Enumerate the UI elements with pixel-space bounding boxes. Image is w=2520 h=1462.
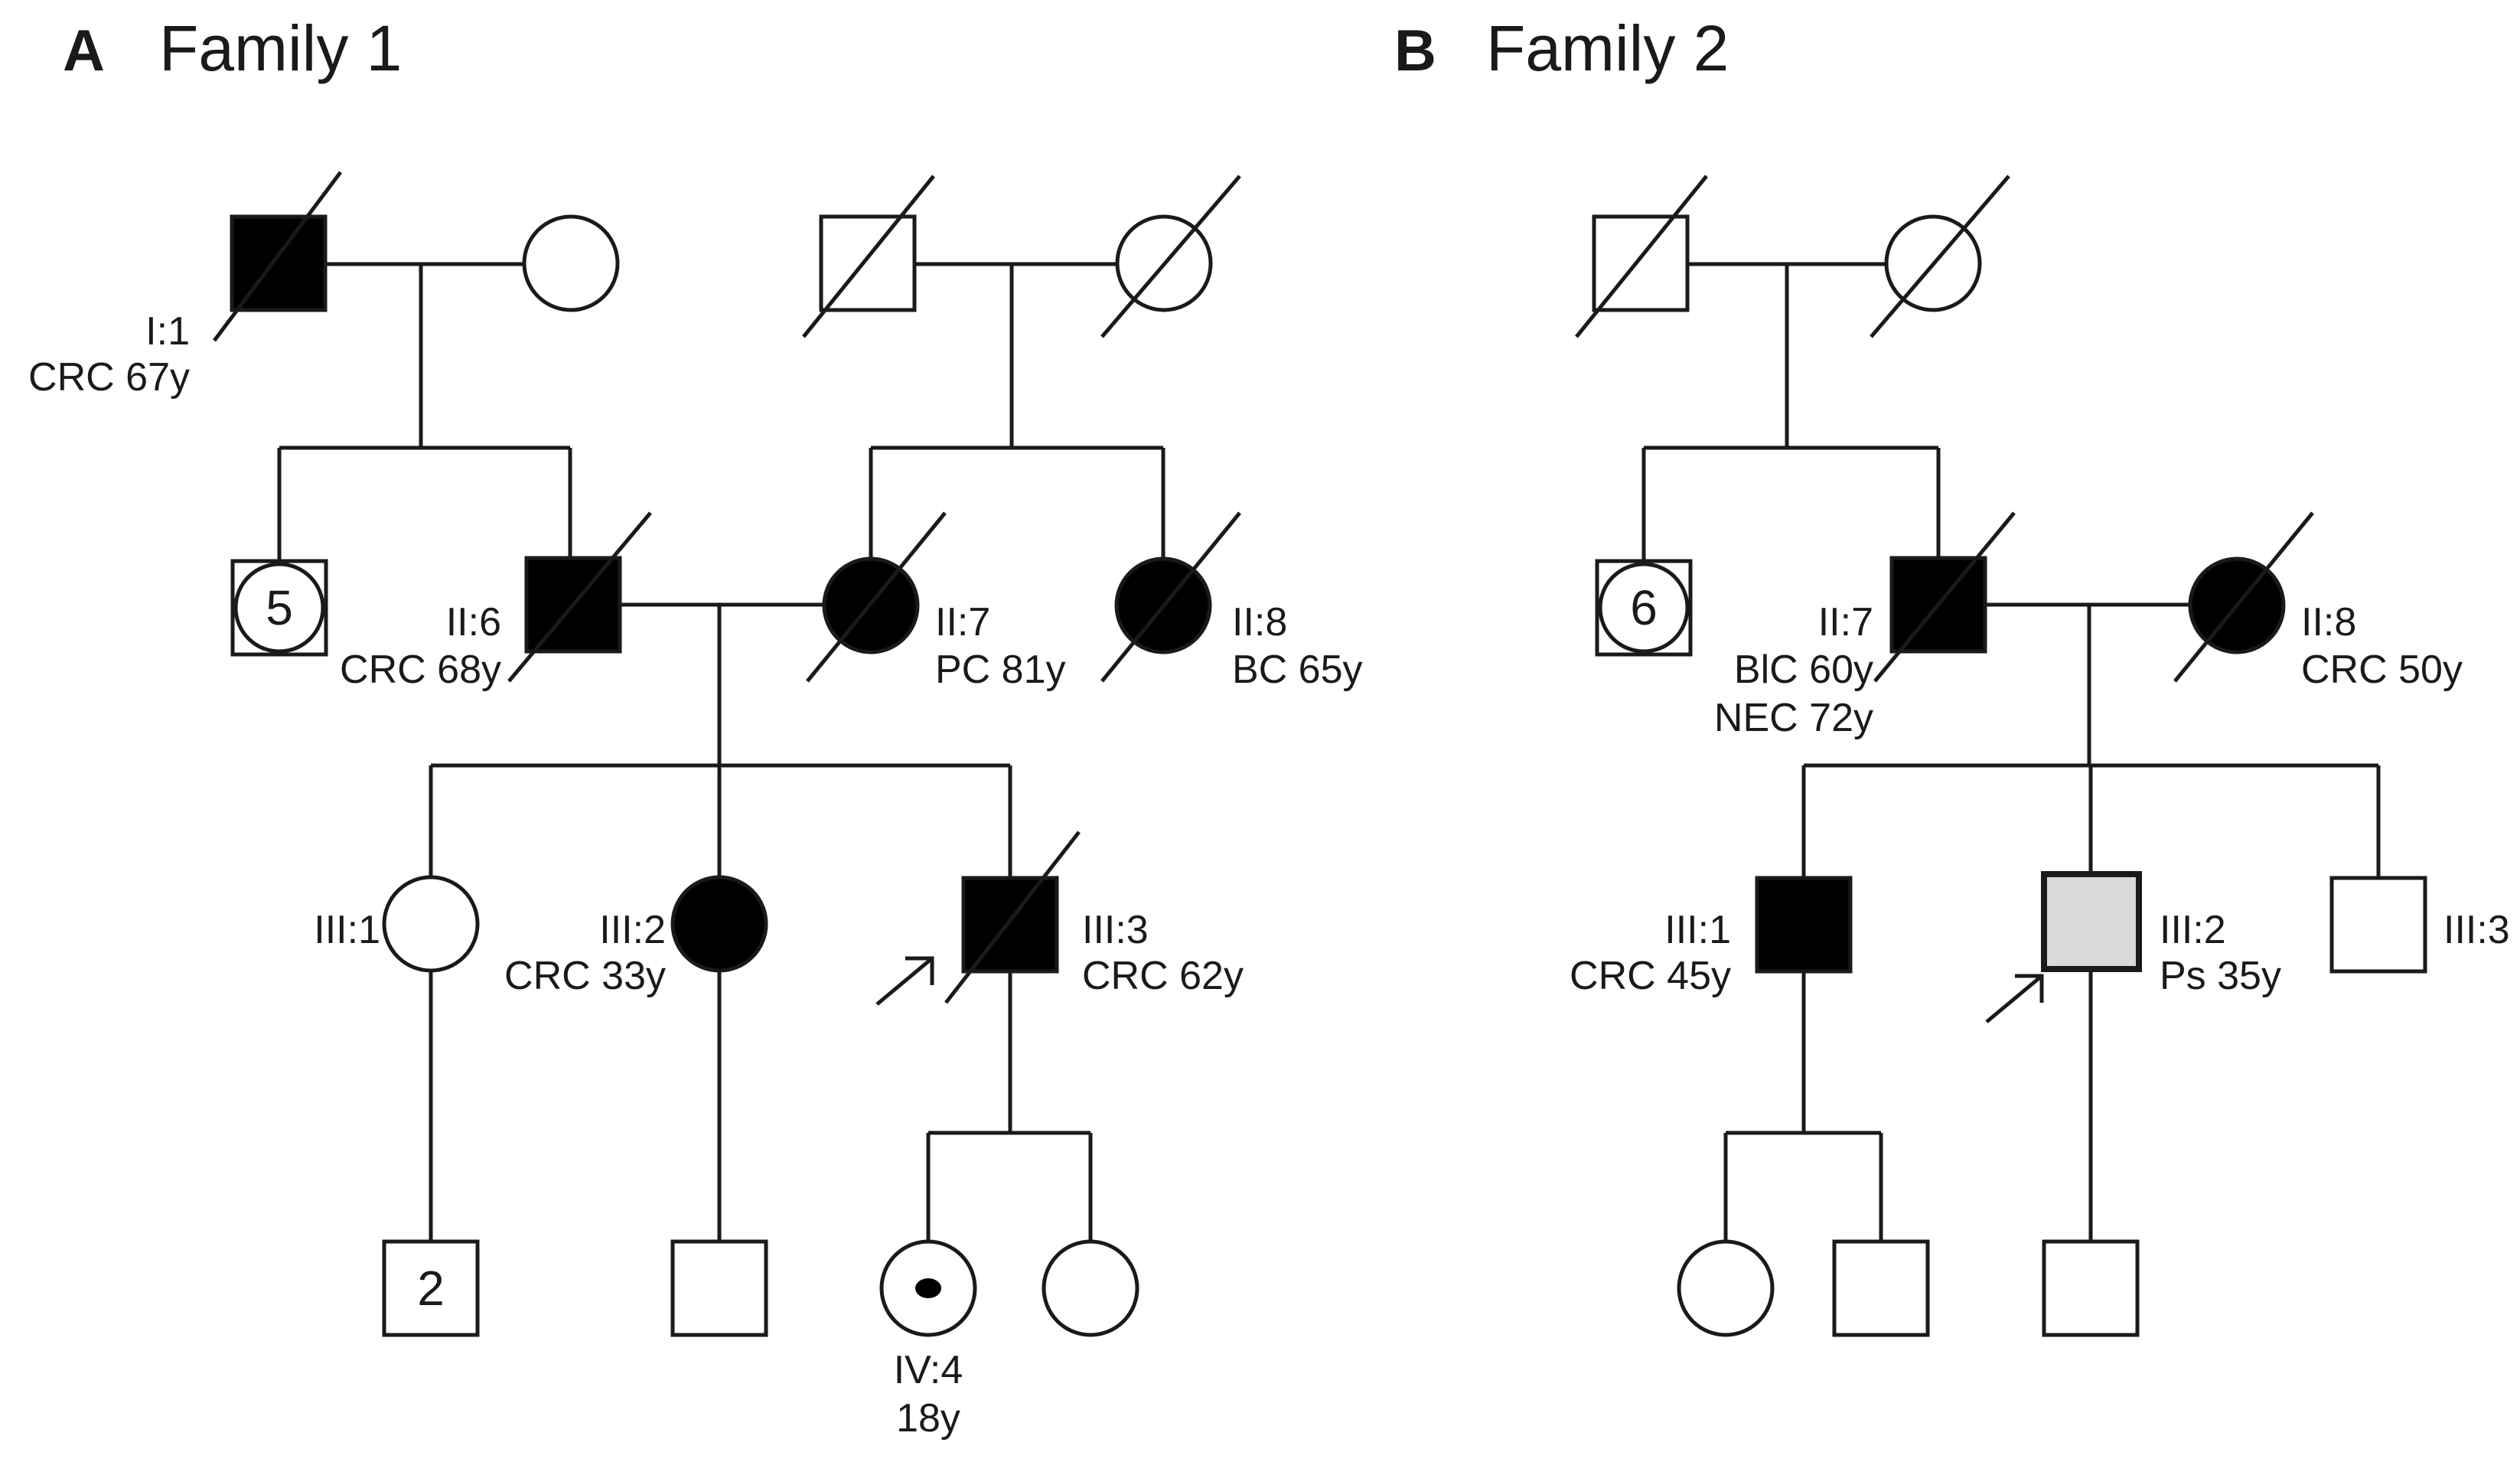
f1-ii7-note: PC 81y: [935, 648, 1066, 692]
f2-gen3-lines: [1801, 763, 2381, 878]
f1-ii8-note: BC 65y: [1232, 648, 1363, 692]
f2-ii7-id: II:7: [1818, 600, 1873, 645]
f2-iii2-male-partial-proband: [2041, 871, 2142, 972]
panel-a-letter: A: [63, 18, 105, 83]
f1-iii2-female-affected: [670, 875, 768, 973]
f1-iii3-note: CRC 62y: [1082, 954, 1244, 998]
f1-iii1-id: III:1: [314, 908, 380, 952]
f2-iv1-female: [1677, 1239, 1775, 1337]
f1-iii3-male-affected-proband: [944, 831, 1081, 1004]
f1-iv4-note: 18y: [896, 1396, 960, 1441]
f1-iii1-female: [382, 875, 480, 973]
f1-ii8-id: II:8: [1232, 600, 1287, 645]
f1-i1-id: I:1: [145, 309, 190, 354]
f1-iv4-female-carrier: [879, 1239, 977, 1337]
f1-iv5-female: [1042, 1239, 1139, 1337]
f1-ii7-female-affected: [806, 511, 947, 683]
panel-a-title: Family 1: [159, 12, 402, 84]
f1-ii7-id: II:7: [935, 600, 990, 645]
f2-ii8-female-affected: [2173, 511, 2314, 683]
f2-gen2-lines: [1641, 445, 2190, 765]
f2-iii2-id: III:2: [2160, 908, 2226, 952]
f1-ii6-id: II:6: [446, 600, 501, 645]
f2-ii7-male-affected: [1873, 511, 2016, 683]
f2-iv3-male: [2042, 1239, 2140, 1337]
f1-iii3-proband-arrow-icon: [875, 956, 934, 1006]
f1-ii5-sibling-group: [230, 559, 328, 657]
f2-iii1-id: III:1: [1664, 908, 1731, 952]
f1-iii2-note: CRC 33y: [504, 954, 666, 998]
f2-iv2-male: [1832, 1239, 1930, 1337]
f1-i4-female-deceased: [1100, 175, 1241, 338]
f1-ii6-note: CRC 68y: [340, 648, 501, 692]
f1-iv1-sibling-group: [382, 1239, 480, 1337]
f2-ii7-note1: BlC 60y: [1734, 648, 1873, 692]
f2-iii3-male: [2329, 876, 2427, 974]
f1-i3-male-deceased: [802, 175, 935, 338]
f1-i2-female: [522, 214, 620, 312]
f1-gen1-lines: [325, 262, 1117, 448]
f2-iii1-note: CRC 45y: [1570, 954, 1731, 998]
f1-i1-male-affected: [213, 171, 342, 342]
f1-i1-note: CRC 67y: [28, 355, 190, 400]
f1-gen2-lines: [277, 445, 1165, 765]
panel-b-letter: B: [1394, 18, 1436, 83]
f2-ii6-count: 6: [1630, 580, 1658, 635]
f2-ii8-id: II:8: [2301, 600, 2356, 645]
f1-iv1-count: 2: [417, 1261, 445, 1316]
f1-gen4-lines: [429, 971, 1093, 1242]
f1-iii2-id: III:2: [599, 908, 666, 952]
f1-ii6-male-affected: [507, 511, 652, 683]
f2-iii3-id: III:3: [2443, 908, 2510, 952]
f1-iii3-id: III:3: [1082, 908, 1149, 952]
f2-gen4-lines: [1723, 969, 2093, 1242]
panel-b-title: Family 2: [1486, 12, 1729, 84]
f2-gen1-lines: [1687, 262, 1886, 448]
f2-ii7-note2: NEC 72y: [1714, 696, 1873, 740]
f1-gen3-lines: [429, 763, 1012, 878]
f2-iii1-male-affected: [1755, 876, 1853, 974]
f1-iv4-id: IV:4: [894, 1348, 963, 1392]
f2-ii6-sibling-group: [1595, 559, 1693, 657]
f2-iii2-proband-arrow-icon: [1985, 974, 2044, 1023]
f2-i2-female-deceased: [1870, 175, 2010, 338]
f1-iv3-male: [670, 1239, 768, 1337]
f2-iii2-note: Ps 35y: [2160, 954, 2281, 998]
f1-ii5-count: 5: [266, 580, 293, 635]
f2-ii8-note: CRC 50y: [2301, 648, 2463, 692]
f1-ii8-female-affected: [1100, 511, 1241, 683]
f2-i1-male-deceased: [1575, 175, 1708, 338]
